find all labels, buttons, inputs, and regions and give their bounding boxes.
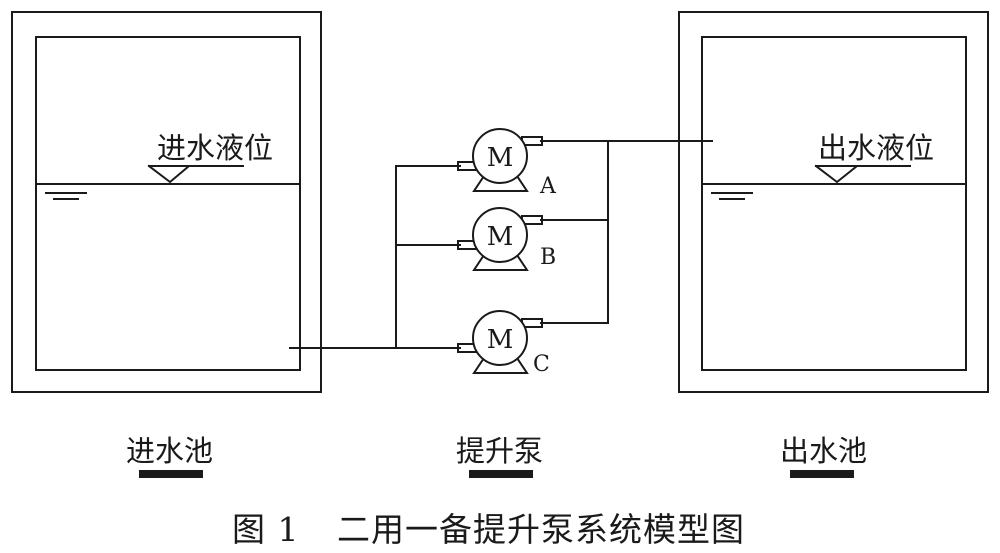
figure-title: 二用一备提升泵系统模型图 [337, 510, 745, 549]
inlet-tank-inner-wall [35, 36, 301, 371]
inlet-level-label: 进水液位 [157, 131, 274, 165]
pump-c-motor-symbol: M [487, 325, 514, 355]
pump-c-label: C [533, 352, 550, 377]
outlet-level-label: 出水液位 [818, 131, 935, 165]
pump-a-base [472, 174, 529, 192]
inlet-tank-outer-wall [11, 11, 322, 393]
pump-group-label: 提升泵 [456, 434, 544, 468]
inlet-tank-label: 进水池 [126, 434, 214, 468]
pump-b-motor [472, 207, 528, 263]
inlet-tank [11, 11, 322, 393]
pump-group-label-bar [469, 470, 533, 478]
pump-b-motor-symbol: M [487, 222, 514, 252]
pump-a-label: A [539, 174, 557, 199]
outlet-tank-outer-wall [678, 11, 989, 393]
discharge-piping [540, 140, 713, 324]
outlet-level-marker [814, 164, 860, 184]
pump-c: M C [457, 310, 550, 377]
outlet-tank-label: 出水池 [780, 434, 868, 468]
pump-b-base [472, 253, 529, 271]
figure-number: 图 1 [232, 510, 300, 549]
pump-b: M B [457, 207, 556, 271]
pump-a-motor-symbol: M [487, 143, 514, 173]
outlet-tank-label-bar [790, 470, 854, 478]
pump-c-base [472, 356, 529, 374]
pump-b-label: B [540, 245, 556, 270]
pump-a-motor [472, 128, 528, 184]
suction-piping [289, 165, 461, 349]
pump-a: M A [457, 128, 557, 199]
inlet-level-marker [147, 164, 192, 184]
outlet-tank [678, 11, 989, 393]
outlet-tank-inner-wall [701, 36, 967, 371]
pump-c-motor [472, 310, 528, 366]
inlet-tank-label-bar [139, 470, 203, 478]
